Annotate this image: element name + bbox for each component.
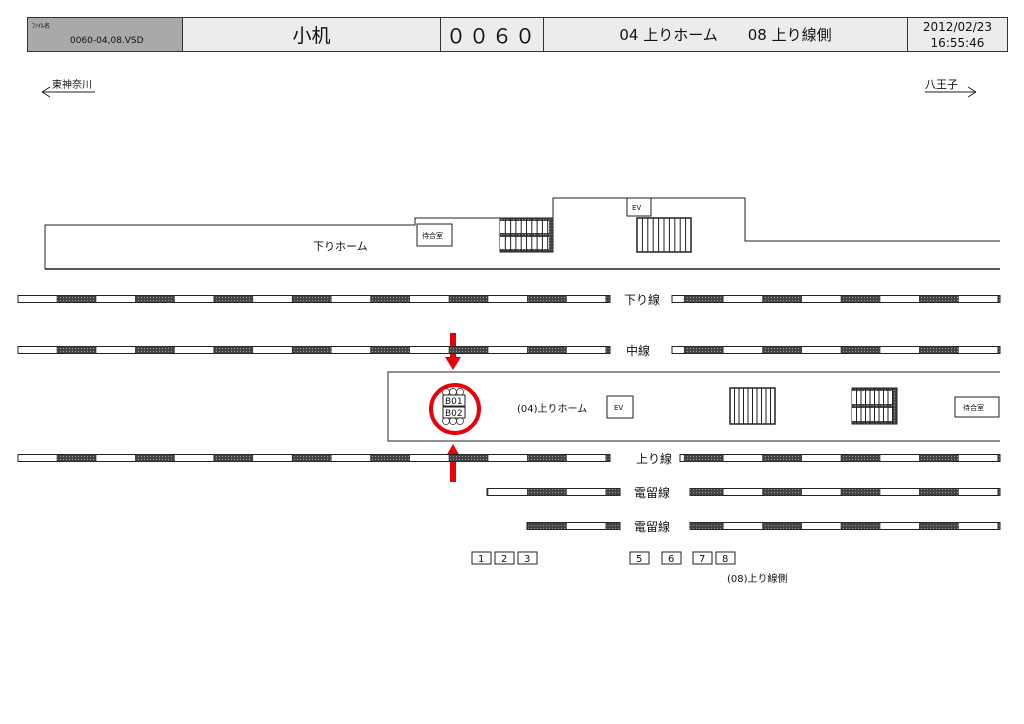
- car-box: 8: [715, 551, 736, 565]
- car-box: 7: [692, 551, 713, 565]
- car-side-label: (08)上り線側: [727, 572, 788, 585]
- date: 2012/02/23: [922, 19, 993, 34]
- arrow-up-icon: [445, 444, 461, 482]
- track-segment: [526, 522, 621, 530]
- direction-right-label: 八王子: [925, 78, 958, 91]
- waiting-room-box: [954, 396, 1000, 418]
- track-label: 下り線: [624, 292, 660, 307]
- car-number: 2: [501, 554, 507, 565]
- marker-top-label: B01: [445, 397, 463, 407]
- car-number: 8: [722, 554, 728, 565]
- direction-left: 東神奈川: [41, 78, 95, 98]
- direction-right: 八王子: [925, 78, 977, 98]
- ev-box: [626, 197, 652, 217]
- track-segment: [17, 346, 611, 354]
- car-number: 6: [668, 554, 674, 565]
- file-name-cell: ﾌｧｲﾙ名 0060-04,08.VSD: [27, 17, 183, 52]
- car-positions: (08)上り線側 1 2 3 5 6 7 8: [471, 551, 788, 585]
- track-segment: [689, 488, 1001, 496]
- tracks: 下り線 中線 上り線 電留線 電留線: [17, 292, 1001, 534]
- track-label: 上り線: [636, 451, 672, 466]
- datetime-cell: 2012/02/23 16:55:46: [907, 17, 1008, 52]
- car-box: 2: [494, 551, 515, 565]
- track-segment: [17, 295, 611, 303]
- track-label: 電留線: [634, 519, 670, 534]
- ev-label: EV: [632, 204, 641, 212]
- track-segment: [679, 454, 1001, 462]
- car-box: 1: [471, 551, 492, 565]
- car-box: 6: [661, 551, 682, 565]
- ev-label: EV: [614, 404, 623, 412]
- track-segment: [671, 295, 1001, 303]
- upper-platform-label: 下りホーム: [313, 240, 368, 253]
- stairs-icon: [636, 217, 692, 253]
- stairs-dark-icon: [851, 387, 898, 425]
- arrow-right-icon: [925, 86, 977, 98]
- track-label: 中線: [626, 343, 650, 358]
- track-label: 電留線: [634, 485, 670, 500]
- car-box: 5: [629, 551, 650, 565]
- car-number: 7: [699, 554, 705, 565]
- track-segment: [17, 454, 611, 462]
- stairs-icon: [729, 387, 776, 425]
- track-segment: [486, 488, 621, 496]
- direction-left-label: 東神奈川: [52, 78, 92, 91]
- marker-b01-b02: B01 B02: [429, 383, 481, 435]
- station-code: ００６０: [440, 17, 544, 52]
- car-number: 3: [524, 554, 530, 565]
- marker-bottom-label: B02: [445, 409, 463, 419]
- ev-box: [606, 395, 634, 419]
- waiting-room-label: 待合室: [422, 231, 443, 240]
- stairs-dark-icon: [499, 217, 554, 253]
- file-name: 0060-04,08.VSD: [70, 36, 144, 46]
- waiting-room-box: [416, 223, 453, 247]
- platform-title: 04 上りホーム 08 上り線側: [543, 17, 908, 52]
- lower-platform: (04)上りホーム EV 待合室 B01 B02: [387, 333, 1000, 482]
- upper-platform: 下りホーム 待合室 EV: [44, 197, 1000, 270]
- track-segment: [689, 522, 1001, 530]
- car-number: 5: [636, 554, 642, 565]
- waiting-room-label: 待合室: [963, 403, 984, 412]
- lower-platform-label: (04)上りホーム: [517, 403, 587, 415]
- highlight-circle: [429, 383, 481, 435]
- car-number: 1: [478, 554, 484, 565]
- station-name: 小机: [182, 17, 441, 52]
- car-box: 3: [517, 551, 538, 565]
- arrow-left-icon: [41, 86, 95, 98]
- file-label: ﾌｧｲﾙ名: [32, 23, 51, 30]
- track-segment: [671, 346, 1001, 354]
- time: 16:55:46: [930, 35, 985, 50]
